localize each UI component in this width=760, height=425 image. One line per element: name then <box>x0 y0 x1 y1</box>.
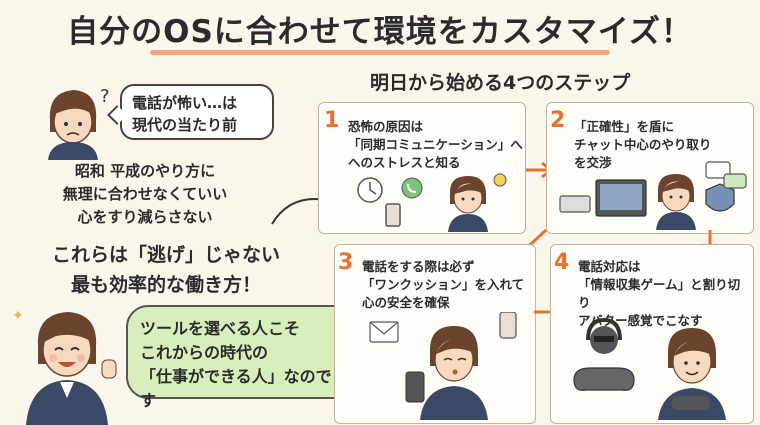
step-1-illustration <box>357 173 507 232</box>
step-2-illustration <box>559 161 747 230</box>
left-line-2: 無理に合わせなくていい <box>62 185 228 203</box>
step-2-line-2: チャット中心のやり取り <box>574 137 712 152</box>
left-line-1: 昭和 平成のやり方に <box>74 162 216 180</box>
bubble-line-1: 電話が怖い…は <box>132 94 238 112</box>
step-2-line-3: を交渉 <box>574 155 612 170</box>
worried-person-illustration: ? <box>48 86 110 160</box>
step-text-2: 「正確性」を盾に チャット中心のやり取り を交渉 <box>574 118 750 172</box>
emphasis-message: これらは「逃げ」じゃない 最も効率的な働き方！ <box>16 240 316 300</box>
title-underline <box>150 50 610 55</box>
bubble-line-2: 現代の当たり前 <box>132 116 238 134</box>
svg-text:?: ? <box>100 86 110 107</box>
step-2-line-1: 「正確性」を盾に <box>574 119 675 134</box>
conclusion-line-3: 「仕事ができる人」なのです <box>140 367 332 410</box>
page-title: 自分のOSに合わせて環境をカスタマイズ！ <box>67 14 693 50</box>
conclusion-line-1: ツールを選べる人こそ <box>140 319 301 338</box>
step-3-line-2: 「ワンクッション」を入れて <box>362 277 525 292</box>
emphasis-line-1: これらは「逃げ」じゃない <box>51 244 280 266</box>
step-text-1: 恐怖の原因は 「同期コミュニケーション」へ へのストレスと知る <box>348 118 524 172</box>
step-text-4: 電話対応は 「情報収集ゲーム」と割り切り アバター感覚でこなす <box>578 258 752 330</box>
step-1-line-3: へのストレスと知る <box>348 155 461 170</box>
step-3-line-1: 電話をする際は必ず <box>362 259 475 274</box>
step-4-line-2: 「情報収集ゲーム」と割り切り <box>578 277 741 310</box>
left-line-3: 心をすり減らさない <box>77 208 213 226</box>
step-number-3: 3 <box>338 250 354 275</box>
step-text-3: 電話をする際は必ず 「ワンクッション」を入れて 心の安全を確保 <box>362 258 532 312</box>
step-4-illustration <box>573 317 726 420</box>
steps-heading: 明日から始める4つのステップ <box>370 72 631 94</box>
step-1-line-2: 「同期コミュニケーション」へ <box>348 137 523 152</box>
step-4-line-3: アバター感覚でこなす <box>578 313 703 328</box>
step-number-4: 4 <box>554 250 570 275</box>
step-number-1: 1 <box>324 108 340 133</box>
worried-speech-bubble: 電話が怖い…は 現代の当たり前 <box>120 84 274 140</box>
conclusion-bubble: ツールを選べる人こそ これからの時代の 「仕事ができる人」なのです <box>126 305 358 410</box>
step-card-4 <box>550 244 754 424</box>
step-1-line-1: 恐怖の原因は <box>348 119 424 134</box>
step-3-illustration <box>369 312 517 420</box>
step-number-2: 2 <box>550 108 566 133</box>
happy-person-illustration: ✦ <box>12 308 117 425</box>
step-3-line-3: 心の安全を確保 <box>362 295 450 310</box>
emphasis-line-2: 最も効率的な働き方！ <box>70 274 261 296</box>
conclusion-line-2: これからの時代の <box>140 343 269 362</box>
left-message: 昭和 平成のやり方に 無理に合わせなくていい 心をすり減らさない <box>40 160 250 229</box>
svg-text:✦: ✦ <box>12 308 24 324</box>
step-card-1 <box>318 102 526 234</box>
step-4-line-1: 電話対応は <box>578 259 641 274</box>
